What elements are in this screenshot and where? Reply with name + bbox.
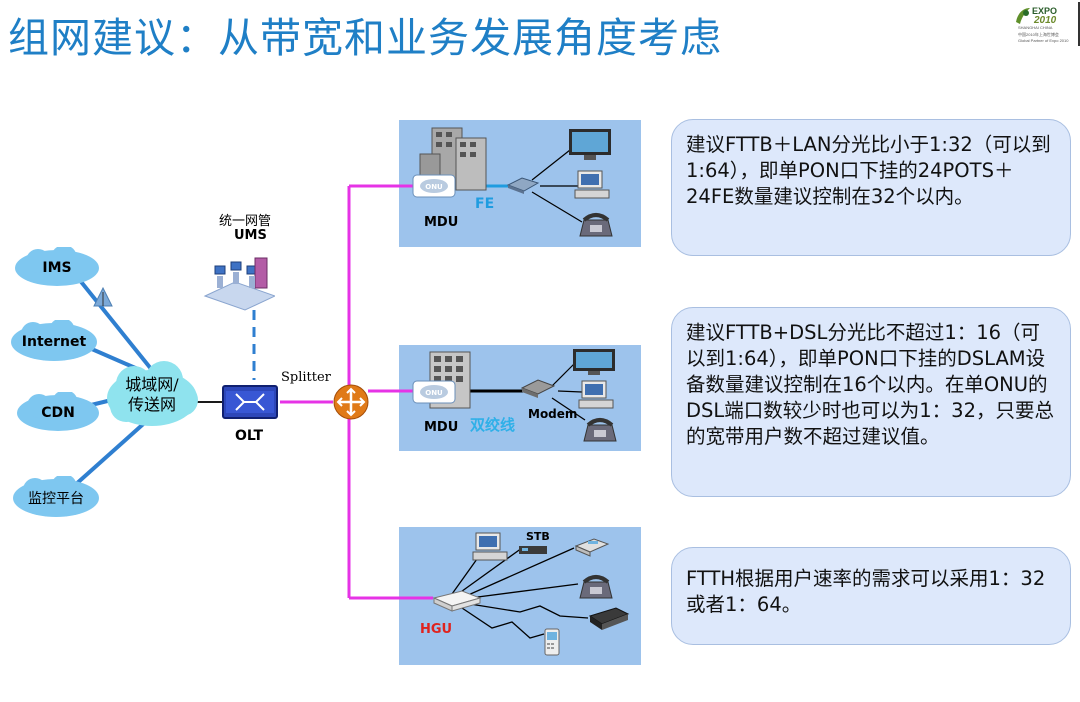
onu-text-2: ONU: [425, 389, 443, 397]
fe-label: FE: [475, 196, 495, 212]
monitor-platform-label: 监控平台: [28, 491, 84, 507]
internet-label: Internet: [21, 334, 87, 350]
fttb-lan-note: 建议FTTB＋LAN分光比小于1:32（可以到1:64），即单PON口下挂的24…: [671, 119, 1071, 256]
logo-city-text: SHANGHAI CHINA: [1018, 25, 1053, 30]
computer-icon-2: [578, 380, 614, 409]
computer-icon-1: [574, 170, 610, 199]
metro-network-cloud: 城域网/ 传送网: [104, 358, 200, 432]
olt-label: OLT: [235, 428, 264, 444]
phone-icon-1: [579, 213, 613, 237]
twisted-pair-label: 双绞线: [470, 416, 516, 434]
fttb-dsl-note: 建议FTTB+DSL分光比不超过1：16（可以到1:64），即单PON口下挂的D…: [671, 307, 1071, 497]
metro-label-line1: 城域网/: [125, 375, 179, 394]
logo-cn-text: 中国2010年上海世博会: [1018, 32, 1059, 37]
mdu-label-1: MDU: [424, 215, 459, 230]
ums-label: UMS: [234, 228, 267, 243]
internet-cloud: Internet: [8, 320, 100, 364]
tv-icon: [569, 129, 611, 160]
laptop-icon: [588, 607, 630, 630]
onu-device-icon: ONU: [412, 174, 456, 198]
modem-label: Modem: [528, 407, 578, 421]
splitter-icon: [333, 384, 369, 420]
computer-icon-3: [472, 532, 508, 561]
ftth-note: FTTH根据用户速率的需求可以采用1：32或者1：64。: [671, 547, 1071, 645]
hgu-label: HGU: [420, 622, 453, 637]
ims-cloud: IMS: [12, 247, 102, 289]
hgu-fanout: [451, 547, 589, 639]
logo-divider: [1078, 2, 1080, 46]
ums-workstations-icon: [203, 257, 275, 311]
fe-fanout: [531, 149, 583, 223]
onu-text-1: ONU: [425, 183, 443, 191]
phone-icon-2: [583, 418, 617, 442]
phone-icon-3: [579, 575, 613, 599]
mobile-phone-icon: [544, 628, 560, 656]
metro-label-line2: 传送网: [127, 395, 176, 414]
cdn-label: CDN: [41, 405, 75, 421]
page-title: 组网建议：从带宽和业务发展角度考虑: [8, 14, 722, 62]
logo-partner-text: Global Partner of Expo 2010: [1018, 38, 1069, 43]
stb-device-icon: [519, 546, 547, 554]
antenna-icon: [93, 286, 113, 307]
switch-device-icon: [506, 177, 540, 194]
cdn-cloud: CDN: [14, 392, 102, 434]
monitor-platform-cloud: 监控平台: [10, 476, 102, 520]
hgu-device-icon: [432, 590, 482, 612]
expo-logo-icon: [1016, 8, 1030, 24]
olt-device-icon: [222, 385, 278, 419]
logo-year-text: 2010: [1034, 15, 1057, 26]
ums-cn-label: 统一网管: [219, 214, 272, 229]
expo-logo: EXPO 2010 SHANGHAI CHINA 中国2010年上海世博会 Gl…: [1010, 2, 1080, 46]
ims-label: IMS: [42, 260, 72, 276]
onu-device-icon-2: ONU: [412, 380, 456, 404]
splitter-label: Splitter: [281, 370, 331, 385]
logo-expo-text: EXPO: [1032, 6, 1058, 16]
stb-label: STB: [526, 530, 550, 543]
tv-icon-2: [573, 349, 615, 375]
modem-device-icon: [520, 379, 556, 398]
fax-icon: [574, 538, 610, 557]
mdu-label-2: MDU: [424, 420, 459, 435]
